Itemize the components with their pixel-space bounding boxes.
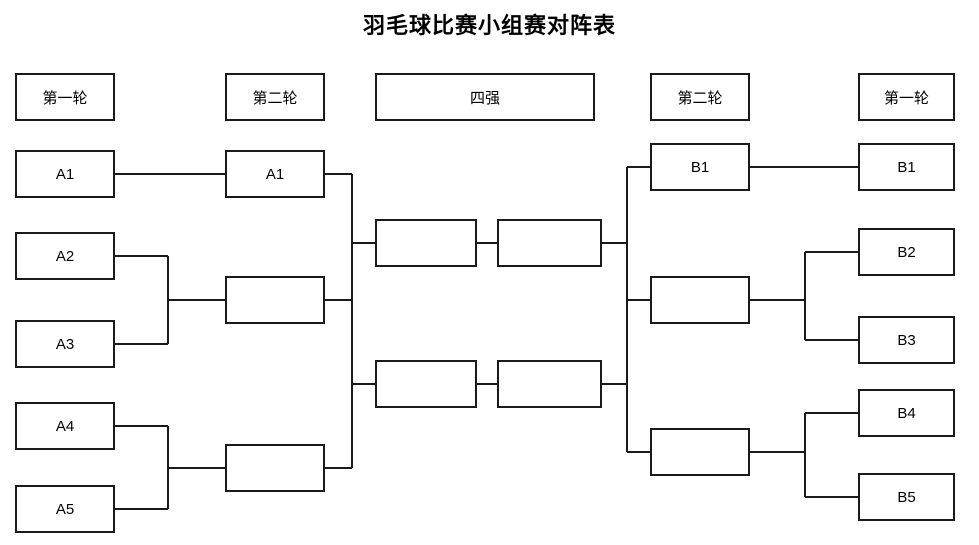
match-slot-right-r2-1[interactable]: B1	[650, 143, 750, 191]
match-slot-left-r1-1[interactable]: A1	[15, 150, 115, 198]
page-title: 羽毛球比赛小组赛对阵表	[362, 13, 616, 38]
match-slot-right-r1-2[interactable]: B2	[858, 228, 955, 276]
header-semifinal: 四强	[375, 73, 595, 121]
match-slot-left-r2-3[interactable]	[225, 444, 325, 492]
match-slot-left-r1-2[interactable]: A2	[15, 232, 115, 280]
header-left-round1: 第一轮	[15, 73, 115, 121]
header-right-round2: 第二轮	[650, 73, 750, 121]
match-slot-left-r1-3[interactable]: A3	[15, 320, 115, 368]
match-slot-right-semifinal-1[interactable]	[497, 219, 602, 267]
match-slot-right-r1-1[interactable]: B1	[858, 143, 955, 191]
match-slot-left-semifinal-2[interactable]	[375, 360, 477, 408]
match-slot-right-r2-2[interactable]	[650, 276, 750, 324]
match-slot-right-r1-4[interactable]: B4	[858, 389, 955, 437]
match-slot-left-r2-2[interactable]	[225, 276, 325, 324]
match-slot-left-r2-1[interactable]: A1	[225, 150, 325, 198]
match-slot-left-semifinal-1[interactable]	[375, 219, 477, 267]
match-slot-left-r1-4[interactable]: A4	[15, 402, 115, 450]
header-right-round1: 第一轮	[858, 73, 955, 121]
header-left-round2: 第二轮	[225, 73, 325, 121]
match-slot-left-r1-5[interactable]: A5	[15, 485, 115, 533]
match-slot-right-r1-5[interactable]: B5	[858, 473, 955, 521]
match-slot-right-r1-3[interactable]: B3	[858, 316, 955, 364]
match-slot-right-r2-3[interactable]	[650, 428, 750, 476]
match-slot-right-semifinal-2[interactable]	[497, 360, 602, 408]
